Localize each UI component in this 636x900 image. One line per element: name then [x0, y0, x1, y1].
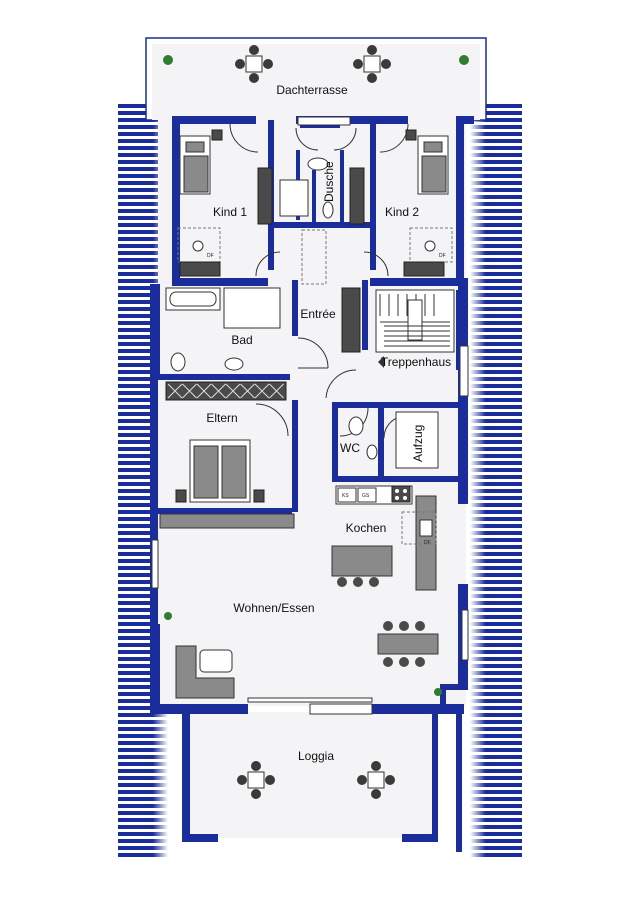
- wardrobe: [167, 383, 284, 399]
- appliance-df-kind-2: DF: [439, 253, 446, 259]
- windows: [151, 116, 469, 715]
- room-label-kind-2: Kind 2: [385, 205, 419, 219]
- appliance-df-kochen: DF: [424, 540, 431, 546]
- loggia-floor: [190, 712, 434, 838]
- room-label-kind-1: Kind 1: [213, 205, 247, 219]
- room-wc: WC: [340, 416, 378, 460]
- room-label-loggia: Loggia: [298, 749, 334, 763]
- roof-slats-right: [470, 104, 522, 857]
- room-label-treppenhaus: Treppenhaus: [381, 355, 451, 369]
- room-bad: Bad: [165, 287, 281, 372]
- room-label-aufzug: Aufzug: [411, 425, 425, 462]
- room-label-entree: Entrée: [300, 307, 336, 321]
- room-kochen: KS GS DF Kochen: [331, 485, 437, 591]
- room-label-wc: WC: [340, 441, 360, 455]
- appliance-ks: KS: [342, 493, 349, 499]
- appliance-gs: GS: [362, 493, 370, 499]
- room-label-dusche: Dusche: [322, 161, 336, 202]
- room-wohnen-essen: Wohnen/Essen: [164, 601, 442, 699]
- dining-chairs: [383, 621, 425, 667]
- bar-stools: [337, 577, 379, 587]
- roof-terrace: Dachterrasse: [145, 37, 487, 121]
- room-aufzug: Aufzug: [395, 411, 439, 469]
- room-entree: Entrée: [300, 287, 361, 353]
- room-dusche: Dusche: [279, 157, 336, 285]
- terrace-furniture: [235, 45, 391, 83]
- room-label-wohnen-essen: Wohnen/Essen: [233, 601, 314, 615]
- room-kind-1: DF Kind 1: [177, 129, 273, 277]
- room-label-dachterrasse: Dachterrasse: [276, 83, 348, 97]
- room-label-kochen: Kochen: [346, 521, 387, 535]
- roof-slats-left: [118, 104, 168, 857]
- room-eltern: Eltern: [159, 381, 295, 529]
- room-treppenhaus: Treppenhaus: [375, 289, 455, 369]
- room-label-eltern: Eltern: [206, 411, 237, 425]
- stair-steps: [379, 294, 450, 347]
- room-label-bad: Bad: [231, 333, 252, 347]
- room-kind-2: DF Kind 2: [349, 129, 453, 277]
- loggia-furniture: [237, 761, 395, 799]
- appliance-df-kind-1: DF: [207, 253, 214, 259]
- room-loggia: Loggia: [237, 749, 395, 799]
